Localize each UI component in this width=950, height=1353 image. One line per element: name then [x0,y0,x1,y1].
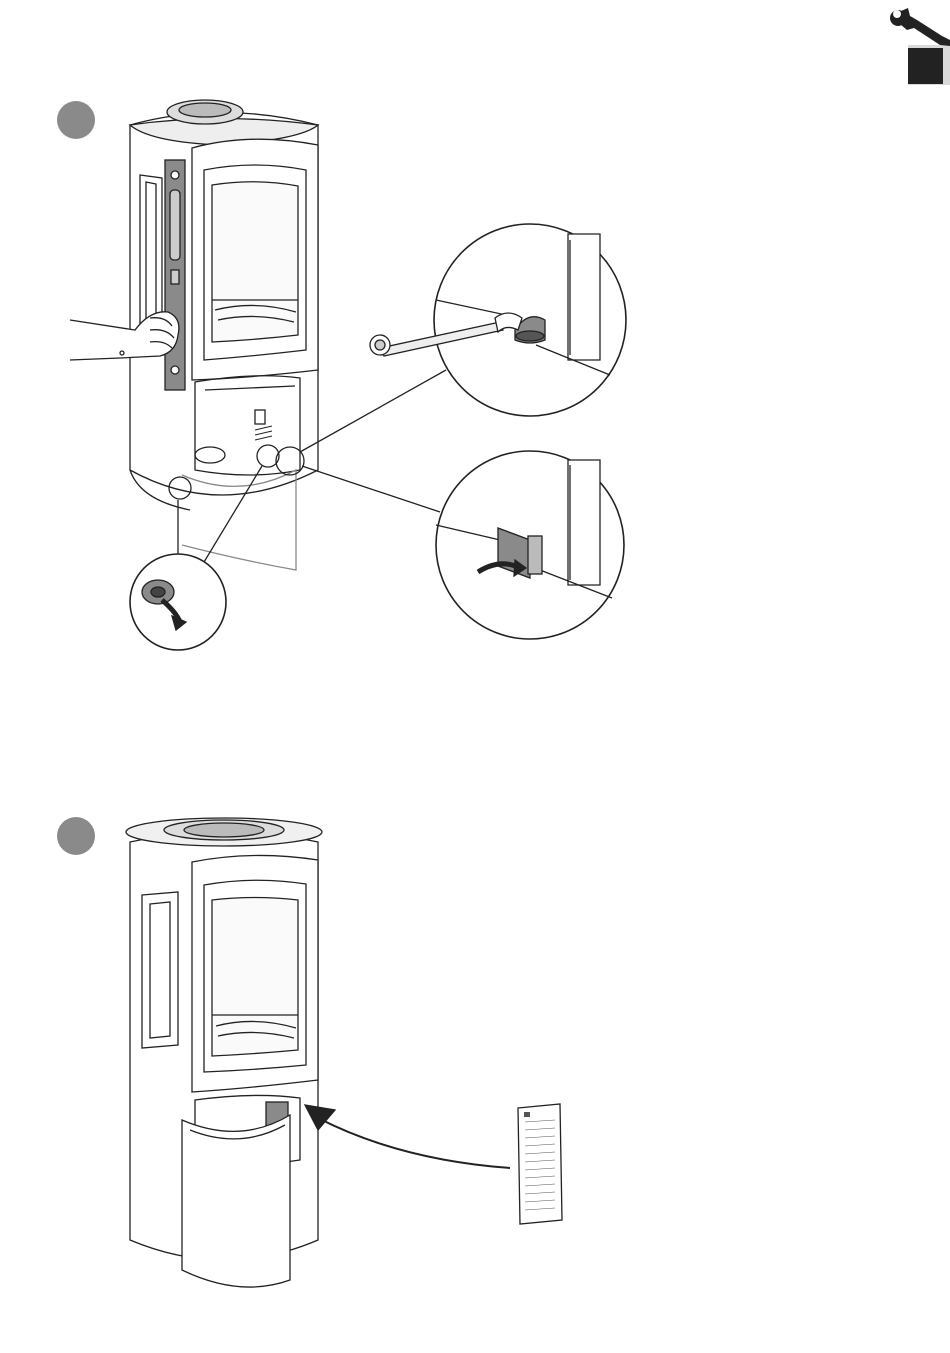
connector-line [300,370,446,452]
door-catch-adjust-detail [436,451,624,639]
rating-plate [518,1104,562,1224]
step-2-illustration [0,800,950,1353]
arrow-to-rating-plate [305,1105,510,1168]
spirit-level [165,160,185,390]
step-1-illustration [0,0,950,700]
wrench-adjust-foot-detail [370,224,626,416]
leveling-foot-detail [130,554,226,650]
hand [70,312,179,360]
stove-body-2 [126,818,322,1287]
stove-door [192,139,318,380]
connector-line [302,466,440,512]
